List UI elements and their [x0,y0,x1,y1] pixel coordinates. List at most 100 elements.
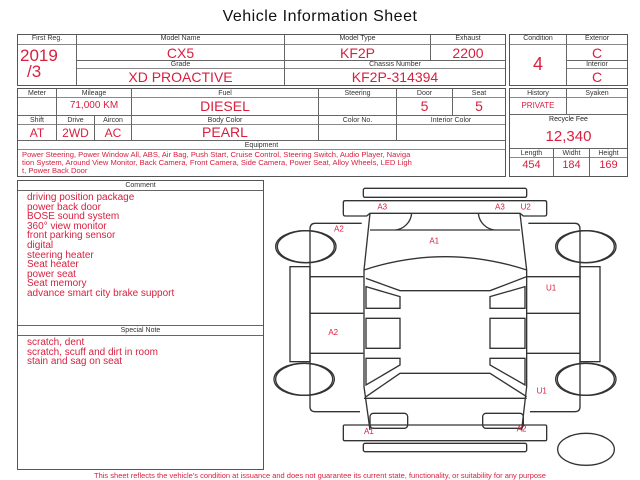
comment-line: 360° view monitor [27,220,107,232]
fuel: DIESEL [200,98,250,114]
grade-label: Grade [77,61,284,69]
hood [370,213,520,231]
exhaust-cell: Exhaust 2200 [431,35,505,61]
comment-panel: Comment driving position package power b… [17,180,264,470]
special-note-label: Special Note [18,326,263,336]
right-tail-light [482,412,524,429]
disclaimer-footer: This sheet reflects the vehicle's condit… [94,471,546,480]
specs-table: Meter Mileage 71,000 KM Fuel DIESEL Stee… [17,88,506,177]
comment-line: front parking sensor [27,230,116,242]
comment-line: advance smart city brake support [27,287,175,299]
damage-mark: A2 [517,424,527,433]
condition-table: Condition 4 Exterior C Interior C [509,34,628,86]
aircon-cell: Aircon AC [95,116,132,141]
interior-cell: Interior C [567,61,627,85]
chassis-number: KF2P-314394 [351,69,439,85]
drive-label: Drive [57,116,94,125]
width-label: Widht [554,149,589,158]
history-label: History [510,89,566,98]
interior-label: Interior [567,61,627,69]
fuel-cell: Fuel DIESEL [132,89,319,116]
equipment-label: Equipment [18,141,505,150]
history-table: History PRIVATE Syaken Recycle Fee 12,34… [509,88,628,177]
drive-cell: Drive 2WD [57,116,95,141]
comment-line: power back door [27,201,101,213]
history: PRIVATE [521,101,555,110]
shift-cell: Shift AT [18,116,57,141]
special-note-line: stain and sag on seat [27,356,123,368]
wheel-rear-left-rim [275,362,335,396]
first-reg-year: 2019 [20,46,58,65]
width: 184 [562,159,581,171]
condition-grade: 4 [532,54,543,74]
seat: 5 [475,98,483,114]
interior-color-cell: Interior Color [397,116,505,141]
first-reg-label: First Reg. [18,35,76,45]
fuel-label: Fuel [132,89,318,98]
comment-line: driving position package [27,192,135,203]
steering-label: Steering [319,89,396,98]
mileage-label: Mileage [57,89,131,98]
shift: AT [29,126,45,140]
left-side-panel [309,222,364,413]
front-bumper [342,200,548,217]
comment-line: digital [27,239,54,251]
model-type-cell: Model Type KF2P [285,35,431,61]
color-no-label: Color No. [319,116,396,125]
comment-list: driving position package power back door… [18,191,263,299]
comment-line: power seat [27,268,76,280]
car-damage-diagram: A3 A3 U2 A2 A1 U1 A2 U1 A1 A2 [273,187,617,466]
history-cell: History PRIVATE [510,89,567,115]
rear-window [364,372,528,399]
syaken-label: Syaken [567,89,627,98]
length: 454 [522,159,541,171]
recycle-fee: 12,340 [545,128,592,145]
length-cell: Length 454 [510,149,554,176]
left-windows [365,285,401,387]
shift-label: Shift [18,116,56,125]
syaken-cell: Syaken [567,89,627,115]
rear-bumper [342,424,548,442]
grade-cell: Grade XD PROACTIVE [77,61,285,85]
chassis-cell: Chassis Number KF2P-314394 [285,61,505,85]
exterior-label: Exterior [567,35,627,45]
wheel-front-right-rim [556,230,617,264]
steering-cell: Steering [319,89,397,116]
meter-label: Meter [18,89,56,98]
special-note-line: scratch, dent [27,337,85,348]
interior-grade: C [591,69,603,85]
height-label: Height [590,149,627,158]
body-color-label: Body Color [132,116,318,125]
mileage-cell: Mileage 71,000 KM [57,89,132,116]
vehicle-identity-table: First Reg. 2019 /3 Model Name CX5 Model … [17,34,506,86]
wheel-front-left-rim [276,230,337,264]
comment-line: Seat heater [27,259,79,271]
aircon: AC [104,126,122,140]
interior-color-label: Interior Color [397,116,505,125]
aircon-label: Aircon [95,116,131,125]
left-sill [289,265,311,363]
exterior-grade: C [591,45,603,61]
comment-line: Seat memory [27,278,87,290]
right-side-panel [526,222,581,413]
damage-mark: A3 [495,202,505,211]
condition-label: Condition [510,35,566,45]
chassis-label: Chassis Number [285,61,505,69]
comment-label: Comment [18,181,263,191]
page-title: Vehicle Information Sheet [222,8,418,25]
damage-mark: A1 [364,427,374,436]
comment-line: BOSE sound system [27,211,120,223]
special-note-section: Special Note scratch, dent scratch, scuf… [18,325,263,367]
recycle-fee-label: Recycle Fee [549,116,588,123]
door-label: Door [397,89,452,98]
drive: 2WD [62,126,89,140]
rear-bumper-edge [362,442,528,453]
exhaust: 2200 [452,45,484,61]
first-reg-month: /3 [27,62,42,81]
special-note-list: scratch, dent scratch, scuff and dirt in… [18,336,263,367]
mileage: 71,000 KM [69,100,119,111]
first-reg-cell: First Reg. 2019 /3 [18,35,77,85]
right-windows [489,285,526,387]
meter-cell: Meter [18,89,57,116]
left-tail-light [369,412,409,429]
